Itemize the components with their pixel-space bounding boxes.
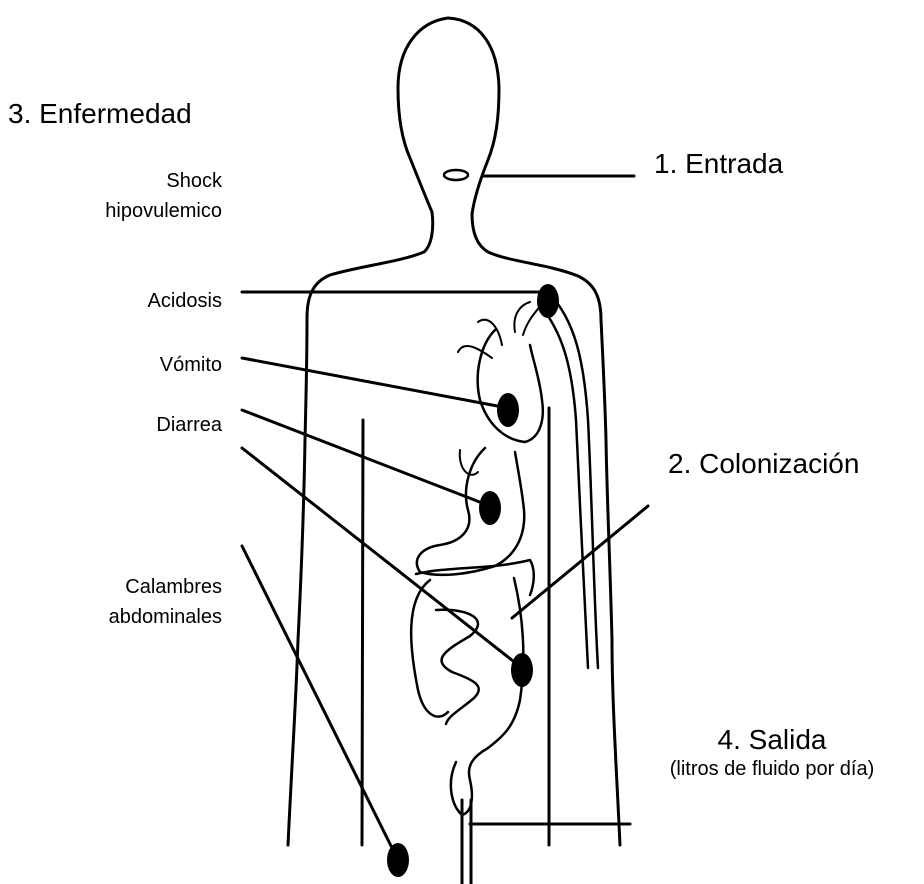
vomito-label: Vómito xyxy=(160,354,222,377)
esophagus-tube-outer xyxy=(548,292,598,668)
large-intestine-left xyxy=(411,580,448,717)
salida-label: 4. Salida (litros de fluido por día) xyxy=(622,724,922,781)
calambres-label-line1: Calambres xyxy=(109,572,222,602)
shock-label-line1: Shock xyxy=(105,166,222,196)
marker-vomito xyxy=(497,393,519,427)
shock-label: Shock hipovulemico xyxy=(105,166,222,226)
enfermedad-heading: 3. Enfermedad xyxy=(8,98,192,130)
salida-title: 4. Salida xyxy=(622,724,922,756)
salida-note: (litros de fluido por día) xyxy=(622,758,922,781)
marker-diarrea xyxy=(479,491,501,525)
acidosis-label: Acidosis xyxy=(148,290,222,313)
body-outline-right xyxy=(448,18,620,845)
marker-acidosis xyxy=(537,284,559,318)
colonizacion-label: 2. Colonización xyxy=(668,448,859,480)
vomito-leader xyxy=(242,358,508,408)
throat-ring xyxy=(444,170,468,180)
diarrea-leader-1 xyxy=(242,410,490,506)
stomach xyxy=(417,448,524,575)
entrada-label: 1. Entrada xyxy=(654,148,783,180)
calambres-leader xyxy=(242,546,398,860)
arm-line-left xyxy=(362,420,363,845)
diarrea-leader-2 xyxy=(242,448,522,668)
marker-colon xyxy=(511,653,533,687)
shock-label-line2: hipovulemico xyxy=(105,196,222,226)
small-intestine xyxy=(436,610,479,724)
marker-calambres xyxy=(387,843,409,877)
calambres-label: Calambres abdominales xyxy=(109,572,222,632)
body-outline-left xyxy=(288,18,448,845)
diarrea-label: Diarrea xyxy=(156,414,222,437)
calambres-label-line2: abdominales xyxy=(109,602,222,632)
